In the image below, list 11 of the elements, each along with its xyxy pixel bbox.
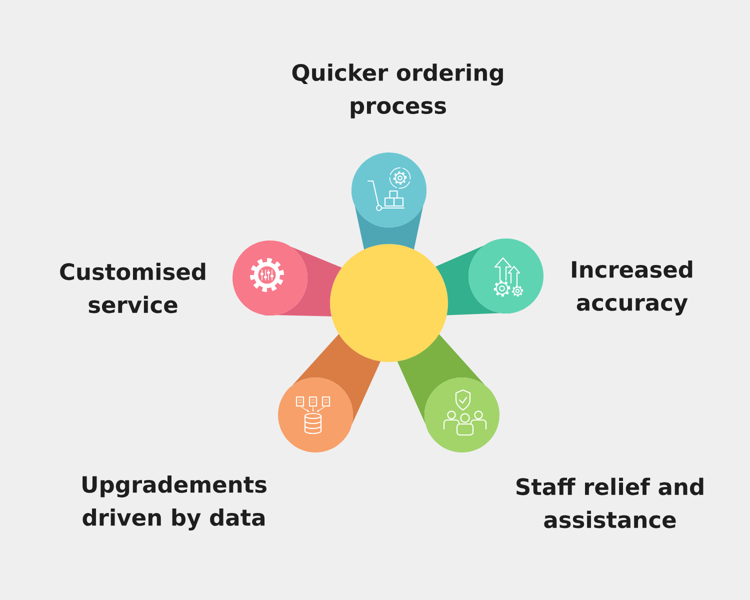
petal-label: Upgradements driven by data (82, 476, 266, 530)
petal-label: Quicker ordering process (292, 64, 503, 118)
cone-petal (278, 334, 381, 452)
petal-label: Customised service (60, 262, 206, 314)
cone-petal (397, 334, 500, 452)
petal-label: Staff relief and assistance (516, 478, 704, 528)
cone-petal (352, 152, 426, 250)
cone-petal (436, 238, 544, 316)
hub-circle (330, 244, 448, 362)
petal-label: Increased accuracy (572, 260, 692, 316)
cone-petal (232, 240, 342, 316)
